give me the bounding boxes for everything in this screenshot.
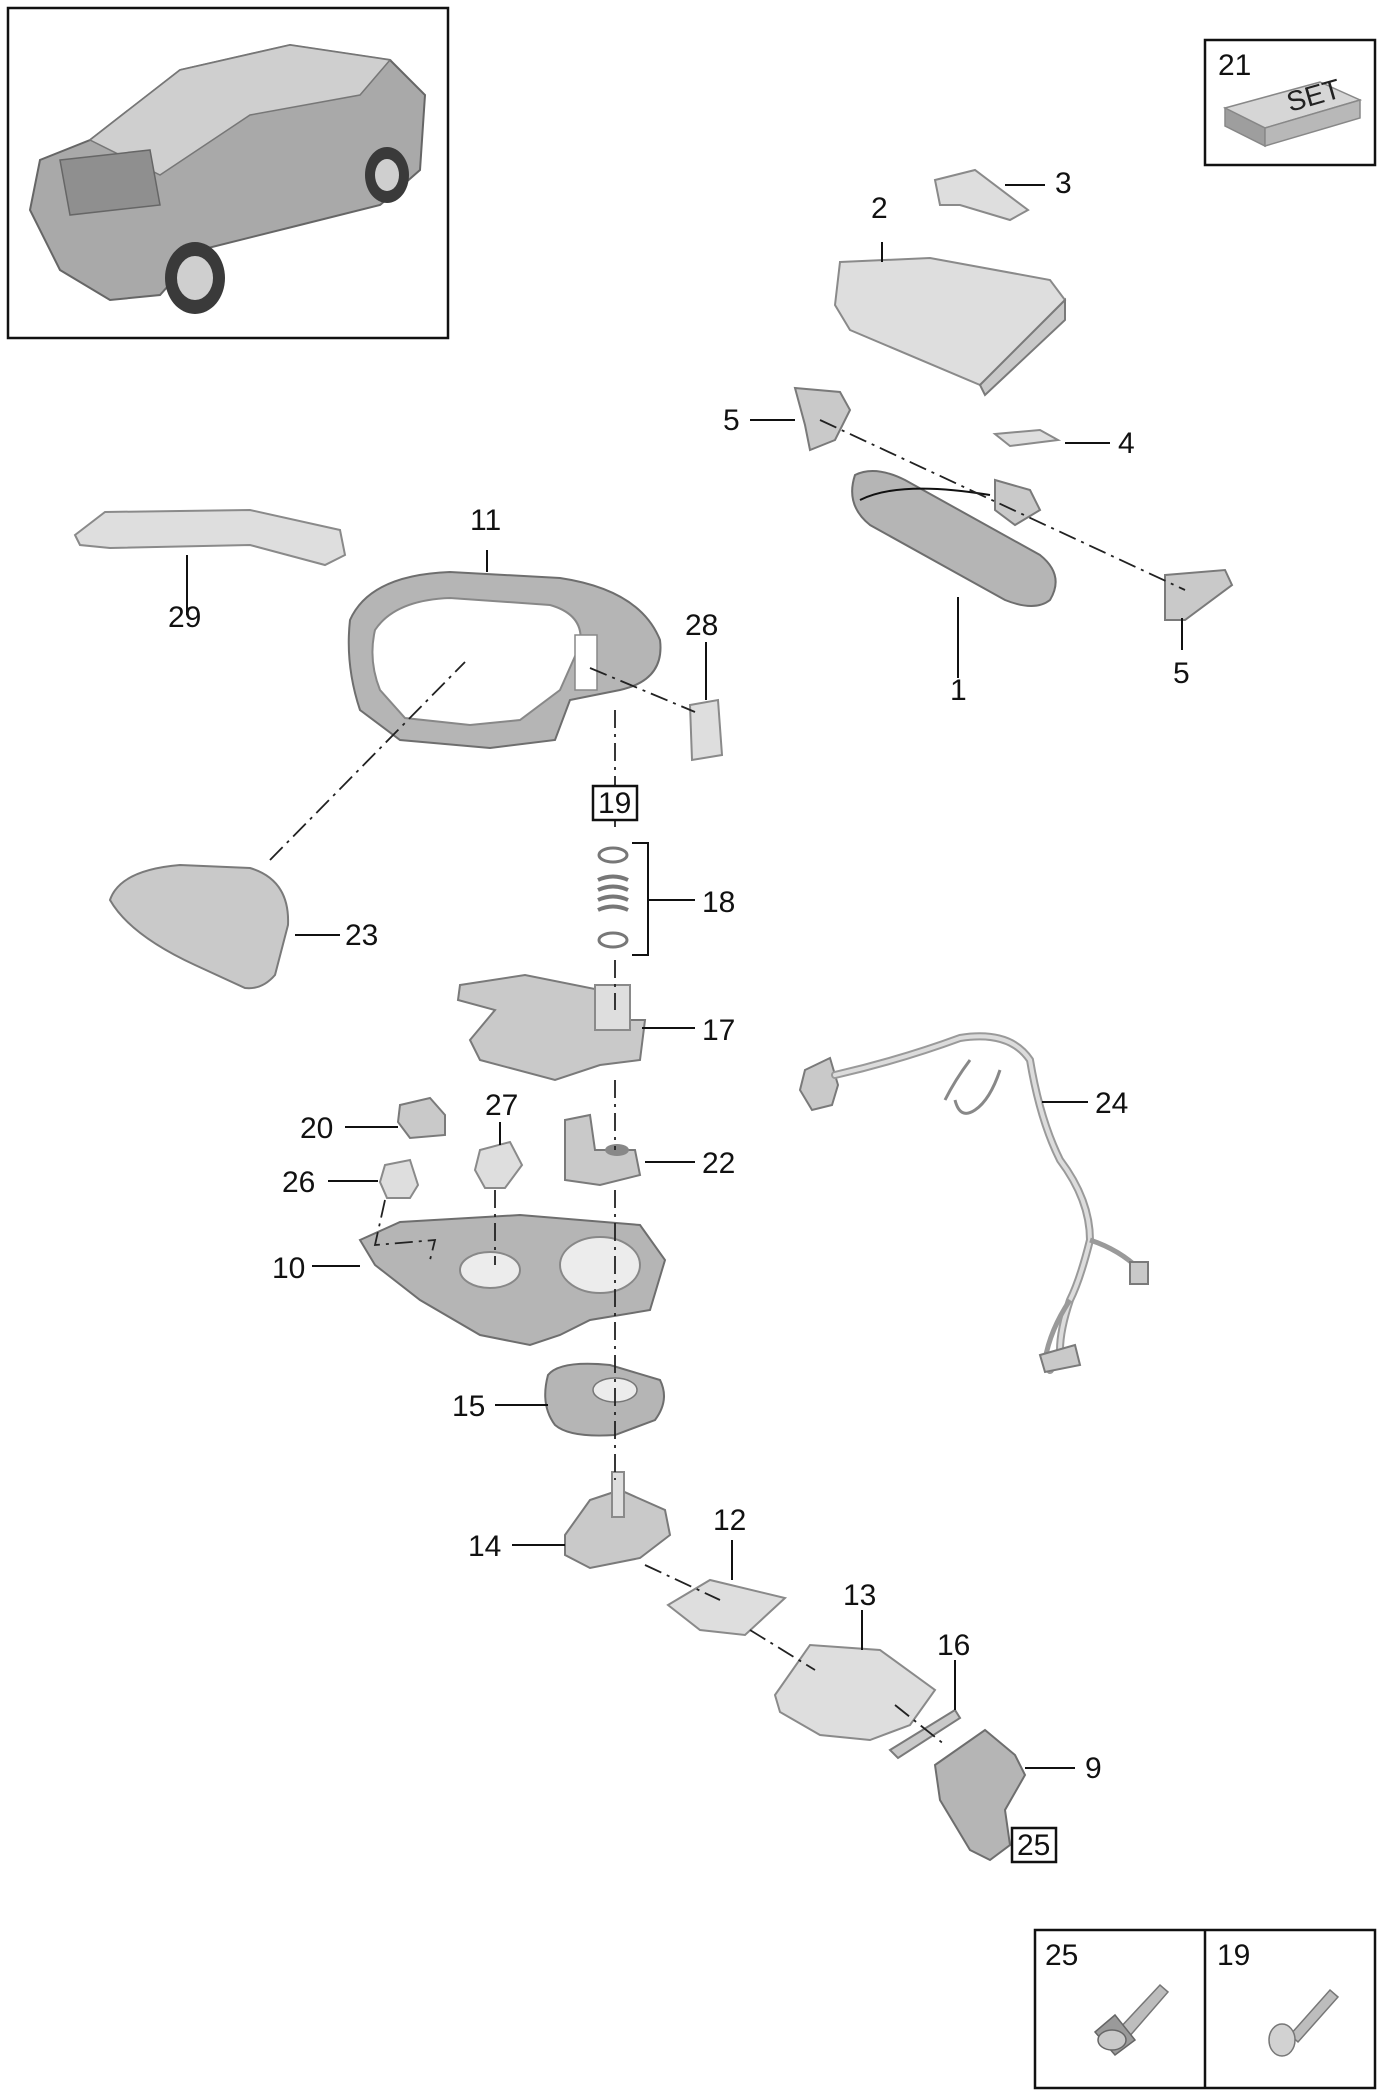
callout-13: 13 (843, 1579, 876, 1612)
callout-15: 15 (452, 1390, 485, 1423)
set-box-number: 21 (1218, 49, 1251, 82)
callout-2: 2 (871, 192, 888, 225)
part-5-clip-upper (793, 386, 852, 452)
part-29-trim-strip (73, 508, 347, 567)
part-3-bracket (933, 168, 1030, 222)
part-28-cap (688, 698, 724, 762)
callout-12: 12 (713, 1504, 746, 1537)
assembly-lines (269, 419, 1186, 1746)
legend-number-left: 25 (1045, 1939, 1078, 1972)
legend-number-right: 19 (1217, 1939, 1250, 1972)
callout-labels: 1 2 3 4 5 5 9 10 11 12 13 14 15 16 17 18… (168, 167, 1190, 1864)
fastener-legend: 25 19 (1033, 1928, 1377, 2090)
part-11-mirror-housing (347, 570, 662, 750)
callout-25: 25 (1017, 1829, 1050, 1862)
callout-24: 24 (1095, 1087, 1128, 1120)
part-18-spring-set (597, 842, 649, 956)
callout-20: 20 (300, 1112, 333, 1145)
callout-10: 10 (272, 1252, 305, 1285)
part-22-motor (564, 1113, 642, 1187)
part-1-rearview-mirror (851, 470, 1057, 607)
callout-18: 18 (702, 886, 735, 919)
screw-25-icon (1093, 1983, 1170, 2057)
part-15-base-cover (544, 1362, 665, 1437)
part-4-sensor (992, 428, 1062, 448)
callout-5-lower: 5 (1173, 657, 1190, 690)
callout-29: 29 (168, 601, 201, 634)
callout-28: 28 (685, 609, 718, 642)
callout-26: 26 (282, 1166, 315, 1199)
part-17-carrier-plate (456, 973, 647, 1082)
callout-23: 23 (345, 919, 378, 952)
callout-1: 1 (950, 674, 967, 707)
part-13-bracket (773, 1643, 937, 1742)
callout-27: 27 (485, 1089, 518, 1122)
callout-19: 19 (598, 787, 631, 820)
part-5-clip-lower (1164, 568, 1234, 621)
screw-19-icon (1268, 1988, 1340, 2057)
set-box: 21 SET (1203, 38, 1377, 167)
part-9-base-bracket (933, 1728, 1027, 1862)
vehicle-thumbnail (6, 6, 450, 340)
callout-5-upper: 5 (723, 404, 740, 437)
leader-lines (186, 184, 1183, 1769)
part-10-lower-housing (358, 1213, 667, 1347)
part-2-cover (833, 256, 1067, 397)
callout-9: 9 (1085, 1752, 1102, 1785)
callout-25-boxed: 25 (1010, 1826, 1058, 1864)
callout-11: 11 (470, 504, 501, 537)
part-20-lamp-clip (396, 1096, 446, 1140)
callout-19-boxed: 19 (591, 784, 639, 822)
callout-16: 16 (937, 1629, 970, 1662)
part-24-wiring-harness (798, 1032, 1149, 1374)
part-14-mount-base (564, 1471, 672, 1570)
callout-4: 4 (1118, 427, 1135, 460)
part-12-plate (666, 1578, 788, 1637)
callout-14: 14 (468, 1530, 501, 1563)
callout-22: 22 (702, 1147, 735, 1180)
callout-17: 17 (702, 1014, 735, 1047)
part-26-bulb-holder (378, 1158, 420, 1199)
part-23-mirror-glass (108, 863, 290, 990)
part-16-seal (888, 1708, 962, 1760)
part-27-cap (473, 1140, 524, 1189)
callout-3: 3 (1055, 167, 1072, 200)
